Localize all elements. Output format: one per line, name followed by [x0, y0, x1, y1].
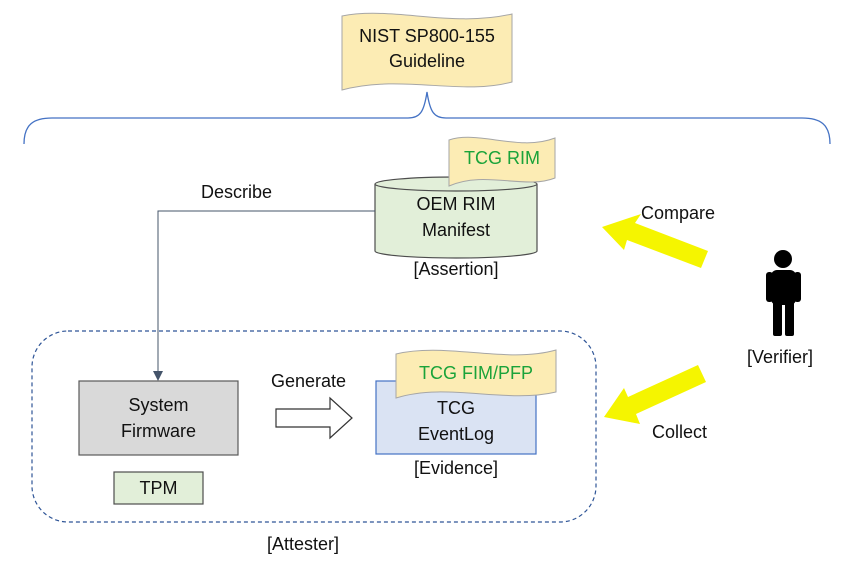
- tcg-rim-note-shape: [448, 136, 556, 187]
- tpm-label: TPM: [139, 478, 178, 498]
- rim-manifest-cylinder: [374, 176, 538, 259]
- assertion-label: [Assertion]: [413, 259, 499, 279]
- rim-line2: Manifest: [421, 220, 491, 240]
- tcg-fim-note-shape: [395, 349, 557, 399]
- attester-label: [Attester]: [267, 534, 340, 554]
- eventlog-label: TCG EventLog: [376, 395, 536, 447]
- firmware-box: [78, 380, 239, 456]
- firmware-line1: System: [128, 395, 189, 415]
- describe-arrowhead: [153, 371, 163, 381]
- nist-note-shape: [341, 12, 513, 91]
- tcg-rim-label: TCG RIM: [464, 148, 540, 168]
- nist-line2: Guideline: [388, 51, 466, 71]
- collect-arrow: [604, 365, 706, 424]
- tpm-box: [113, 471, 204, 505]
- verifier-label: [Verifier]: [747, 347, 814, 367]
- nist-line1: NIST SP800-155: [359, 26, 495, 46]
- rim-line1: OEM RIM: [416, 194, 496, 214]
- attester-boundary: [31, 330, 597, 523]
- eventlog-line2: EventLog: [417, 424, 495, 444]
- nist-note-label: NIST SP800-155 Guideline: [342, 24, 512, 74]
- firmware-line2: Firmware: [121, 421, 196, 441]
- compare-arrow: [602, 214, 708, 268]
- firmware-label: System Firmware: [79, 392, 238, 444]
- rim-manifest-label: OEM RIM Manifest: [375, 191, 537, 243]
- person-icon: [766, 250, 801, 336]
- compare-label: Compare: [641, 203, 716, 223]
- evidence-label: [Evidence]: [413, 458, 499, 478]
- describe-connector: [157, 210, 375, 372]
- generate-label: Generate: [271, 371, 347, 391]
- tcg-fim-label: TCG FIM/PFP: [419, 363, 533, 383]
- generate-arrow: [275, 396, 353, 440]
- guideline-brace: [23, 91, 831, 145]
- collect-label: Collect: [652, 422, 708, 442]
- eventlog-line1: TCG: [437, 398, 475, 418]
- describe-label: Describe: [201, 182, 273, 202]
